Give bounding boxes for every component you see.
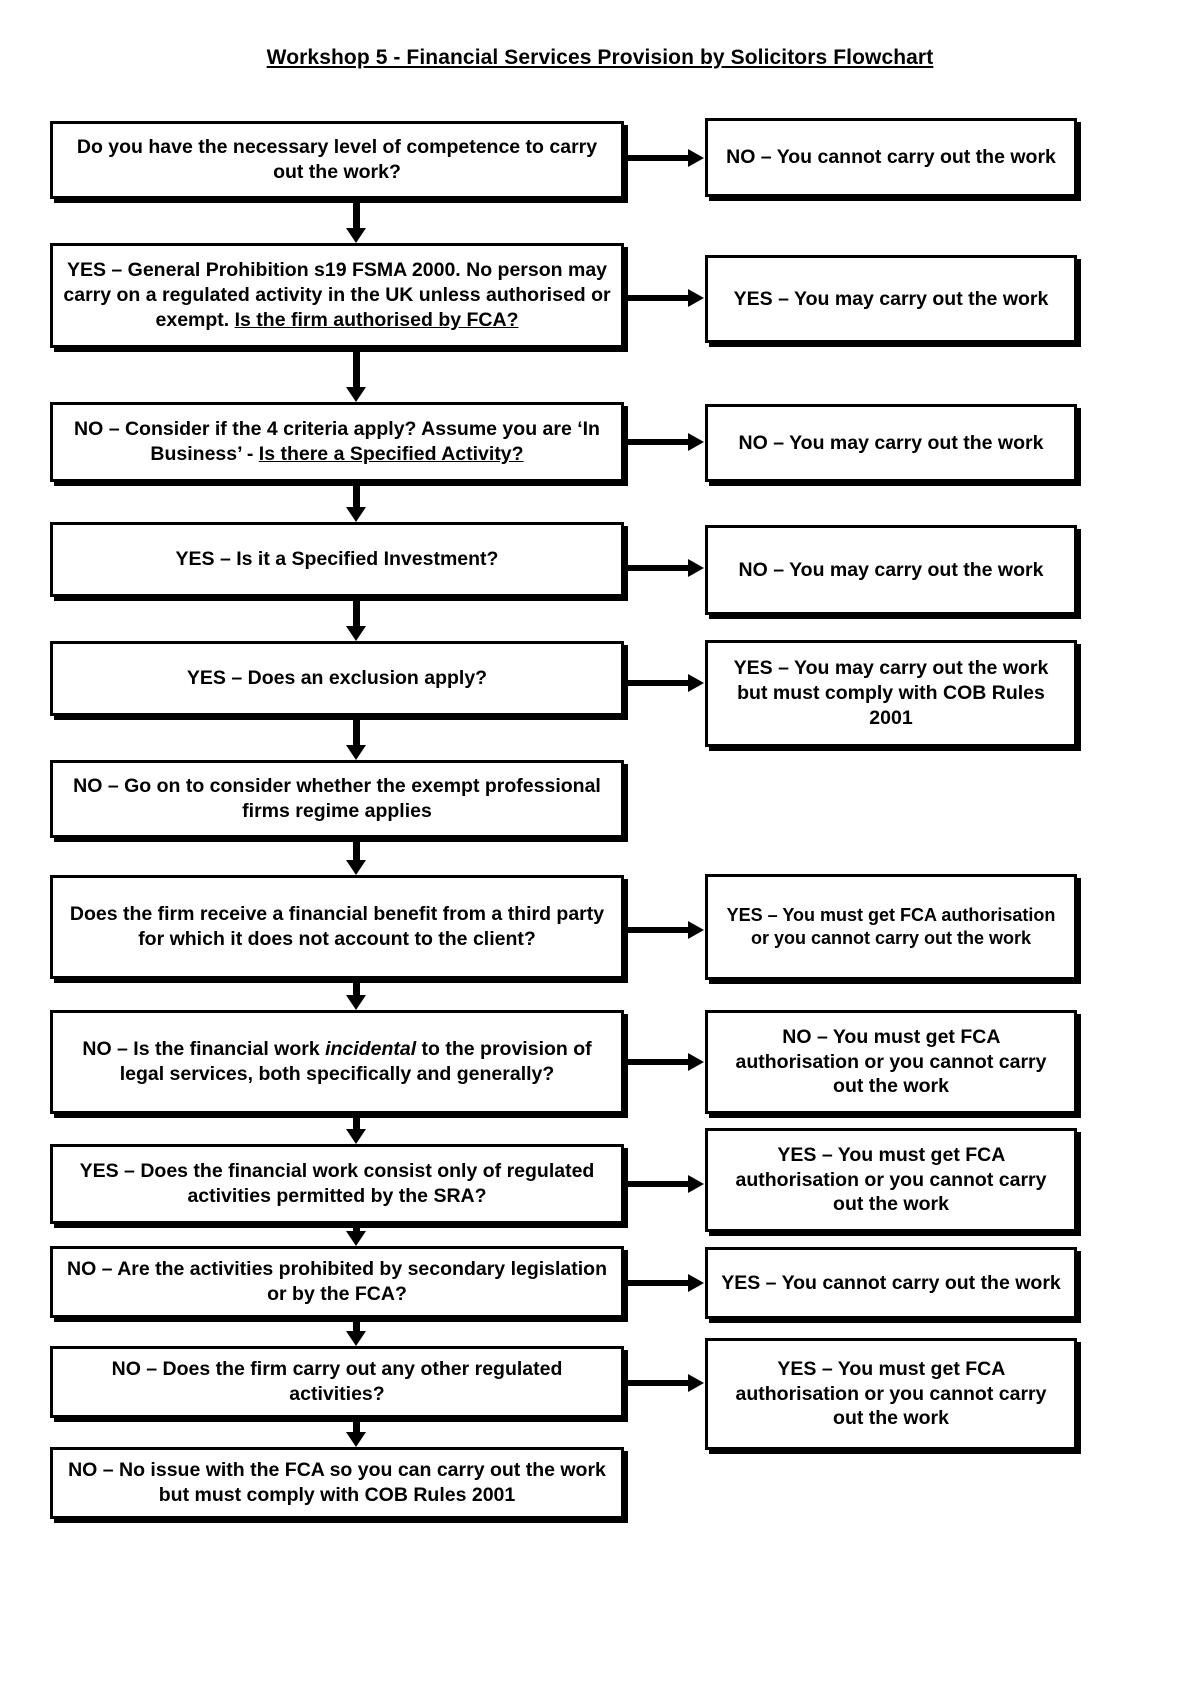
node-fca-auth-yes-3-line3: carry out the work bbox=[833, 1382, 1047, 1430]
node-may-carry-out-yes-line2: work bbox=[1002, 287, 1049, 310]
node-cannot-carry-out-2-line1: YES – You cannot carry out the bbox=[721, 1271, 1010, 1294]
node-no-issue-line1: NO – No issue with the FCA so you can ca… bbox=[68, 1459, 521, 1482]
node-financial-benefit-line1: Does the firm receive a financial benefi… bbox=[69, 903, 503, 926]
node-cob-rules-line3: COB Rules 2001 bbox=[869, 682, 1045, 729]
node-general-prohibition-question: Is the firm authorised by FCA? bbox=[234, 308, 519, 331]
node-competence: Do you have the necessary level of compe… bbox=[50, 121, 624, 199]
node-incidental-line1-post: to the bbox=[416, 1038, 475, 1061]
node-incidental-line2: provision of legal services, both specif… bbox=[119, 1038, 592, 1085]
node-general-prohibition-line2: may carry on a regulated activity in the… bbox=[63, 259, 608, 307]
node-fca-auth-yes-3-line2: authorisation or you cannot bbox=[735, 1382, 994, 1405]
node-four-criteria: NO – Consider if the 4 criteria apply? A… bbox=[50, 402, 624, 482]
node-sra-permitted: YES – Does the financial work consist on… bbox=[50, 1144, 624, 1224]
node-cannot-carry-out-1-line2: work bbox=[1010, 146, 1056, 169]
node-cob-rules-line2: work but must comply with bbox=[737, 657, 1049, 705]
node-fca-auth-yes-3: YES – You must get FCA authorisation or … bbox=[705, 1338, 1077, 1450]
node-fca-auth-yes-1-line2: authorisation or you cannot carry bbox=[750, 904, 1056, 948]
node-may-carry-out-no-2-line1: NO – You may carry out the bbox=[738, 558, 993, 581]
node-general-prohibition: YES – General Prohibition s19 FSMA 2000.… bbox=[50, 243, 624, 348]
node-cannot-carry-out-2: YES – You cannot carry out the work bbox=[705, 1247, 1077, 1319]
node-may-carry-out-no-1-line1: NO – You may carry out the bbox=[738, 431, 993, 454]
node-sra-permitted-line2: regulated activities permitted by the SR… bbox=[187, 1160, 595, 1207]
node-fca-auth-yes-2-line3: carry out the work bbox=[833, 1168, 1047, 1216]
node-four-criteria-line1: NO – Consider if the 4 criteria apply? A… bbox=[74, 418, 572, 441]
node-prohibited-secondary: NO – Are the activities prohibited by se… bbox=[50, 1246, 624, 1318]
node-may-carry-out-yes: YES – You may carry out the work bbox=[705, 255, 1077, 343]
node-four-criteria-line2: ‘In Business’ - bbox=[150, 418, 600, 465]
node-may-carry-out-no-2: NO – You may carry out the work bbox=[705, 525, 1077, 615]
node-exclusion-line1: YES – Does an exclusion apply? bbox=[186, 667, 488, 690]
node-no-issue-line2: the work but must comply with COB Rules … bbox=[158, 1459, 606, 1506]
node-fca-auth-yes-2-line1: YES – You must get FCA bbox=[777, 1143, 1005, 1166]
node-cob-rules-line1: YES – You may carry out the bbox=[733, 657, 998, 680]
node-may-carry-out-no-1-line2: work bbox=[997, 431, 1044, 454]
node-general-prohibition-line3: authorised or exempt. bbox=[155, 284, 611, 331]
node-financial-benefit-line2: third party for which it does not accoun… bbox=[138, 903, 605, 950]
node-no-issue: NO – No issue with the FCA so you can ca… bbox=[50, 1447, 624, 1519]
node-fca-auth-yes-3-line1: YES – You must get FCA bbox=[777, 1357, 1005, 1380]
node-other-regulated-line1: NO – Does the firm carry out any other r… bbox=[111, 1358, 563, 1381]
node-financial-benefit: Does the firm receive a financial benefi… bbox=[50, 875, 624, 979]
node-sra-permitted-line1: YES – Does the financial work consist on… bbox=[79, 1160, 502, 1183]
node-exempt-line2: professional firms regime applies bbox=[242, 775, 601, 822]
node-fca-auth-yes-1-line1: YES – You must get FCA bbox=[726, 904, 937, 925]
node-incidental: NO – Is the financial work incidental to… bbox=[50, 1010, 624, 1114]
node-prohibited-secondary-line1: NO – Are the activities prohibited by se… bbox=[66, 1258, 506, 1281]
node-fca-auth-yes-2: YES – You must get FCA authorisation or … bbox=[705, 1128, 1077, 1232]
node-competence-line2: carry out the work? bbox=[273, 136, 598, 183]
node-financial-benefit-line3: client? bbox=[472, 928, 536, 950]
page-title: Workshop 5 - Financial Services Provisio… bbox=[266, 46, 934, 69]
node-incidental-emphasis: incidental bbox=[325, 1038, 417, 1061]
node-fca-auth-yes-1: YES – You must get FCA authorisation or … bbox=[705, 874, 1077, 980]
node-exempt-professional-firms: NO – Go on to consider whether the exemp… bbox=[50, 760, 624, 838]
node-may-carry-out-no-1: NO – You may carry out the work bbox=[705, 404, 1077, 482]
node-competence-line1: Do you have the necessary level of compe… bbox=[76, 136, 544, 159]
node-may-carry-out-yes-line1: YES – You may carry out the bbox=[733, 287, 998, 310]
node-fca-auth-no: NO – You must get FCA authorisation or y… bbox=[705, 1010, 1077, 1114]
node-exclusion: YES – Does an exclusion apply? bbox=[50, 641, 624, 716]
node-may-carry-out-no-2-line2: work bbox=[997, 558, 1044, 581]
node-cannot-carry-out-2-line2: work bbox=[1015, 1271, 1061, 1294]
node-cannot-carry-out-1: NO – You cannot carry out the work bbox=[705, 118, 1077, 197]
node-fca-auth-yes-2-line2: authorisation or you cannot bbox=[735, 1168, 994, 1191]
node-specified-investment-line1: YES – Is it a Specified Investment? bbox=[175, 548, 499, 571]
node-cannot-carry-out-1-line1: NO – You cannot carry out the bbox=[726, 146, 1005, 169]
node-incidental-line3: generally? bbox=[456, 1063, 555, 1085]
node-specified-investment: YES – Is it a Specified Investment? bbox=[50, 522, 624, 597]
node-other-regulated: NO – Does the firm carry out any other r… bbox=[50, 1346, 624, 1418]
node-cob-rules: YES – You may carry out the work but mus… bbox=[705, 640, 1077, 747]
node-general-prohibition-line1: YES – General Prohibition s19 FSMA 2000.… bbox=[66, 259, 563, 282]
node-fca-auth-no-line2: authorisation or you cannot bbox=[735, 1050, 994, 1073]
node-other-regulated-line2: activities? bbox=[289, 1383, 385, 1405]
node-exempt-line1: NO – Go on to consider whether the exemp… bbox=[73, 775, 480, 798]
node-four-criteria-question: Is there a Specified Activity? bbox=[258, 443, 524, 465]
node-incidental-line1-pre: NO – Is the financial work bbox=[82, 1038, 326, 1061]
node-fca-auth-yes-1-line3: out the work bbox=[924, 928, 1032, 948]
node-fca-auth-no-line3: carry out the work bbox=[833, 1050, 1047, 1098]
node-prohibited-secondary-line2: legislation or by the FCA? bbox=[267, 1258, 607, 1305]
node-fca-auth-no-line1: NO – You must get FCA bbox=[782, 1025, 1000, 1048]
